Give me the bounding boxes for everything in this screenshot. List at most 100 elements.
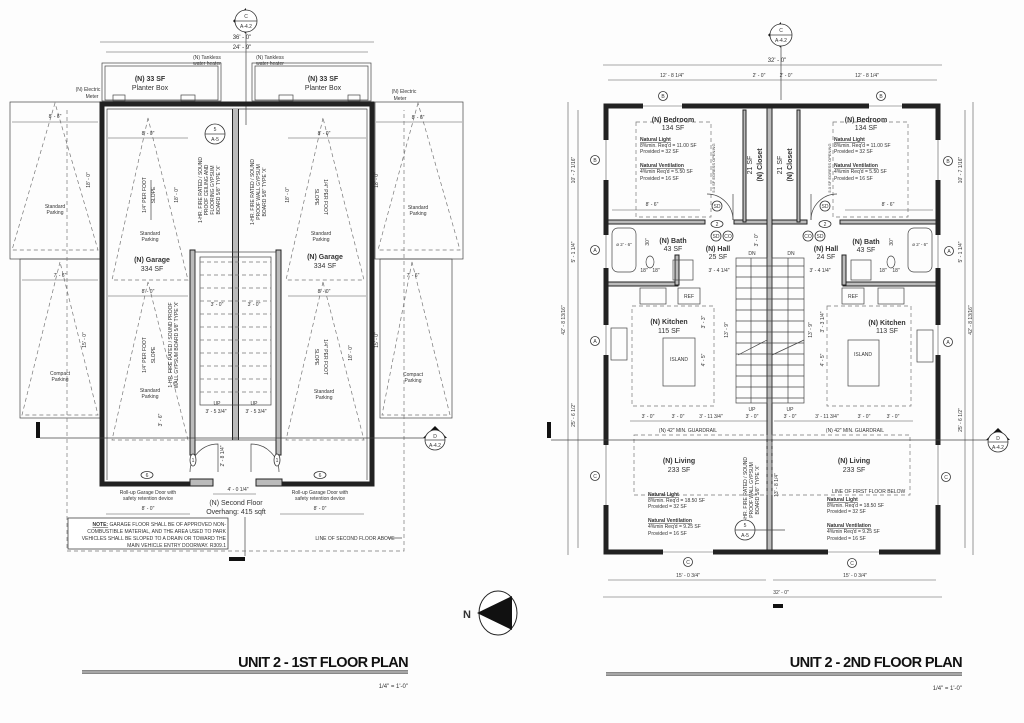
dimension: 13' - 9" [808,322,814,338]
dimension: 42' - 8 13/16" [561,305,567,335]
bath-name: (N) Bath [659,238,686,245]
water-heater [180,94,196,102]
svg-text:NOTE: GARAGE FLOOR SHALL BE OF: NOTE: GARAGE FLOOR SHALL BE OF APPROVED … [93,522,227,528]
dimension: 3' - 0" [887,414,900,420]
dimension: 18' - 0" [285,187,291,203]
dimension: 8' - 0" [318,131,331,137]
svg-text:1-HR. FIRE RATED / SOUND PROOF: 1-HR. FIRE RATED / SOUND PROOF [168,302,174,387]
svg-text:SD: SD [713,234,720,240]
dimension: 25' - 6 1/2" [958,408,964,432]
svg-text:REF: REF [684,294,694,300]
svg-text:SD: SD [714,204,721,210]
north-label: N [463,609,471,621]
plan-title: UNIT 2 - 2ND FLOOR PLAN [790,655,962,671]
svg-text:B: B [946,159,950,165]
dimension-inner: 24' - 9" [233,45,252,51]
svg-text:1/4" PER FOOT: 1/4" PER FOOT [322,179,328,215]
svg-text:MAIN VEHICLE ENTRY DOORWAY. R3: MAIN VEHICLE ENTRY DOORWAY. R309.1 [127,543,226,549]
garage-name: (N) Garage [307,254,343,261]
svg-text:FLOORING GYPSUM: FLOORING GYPSUM [210,165,216,214]
svg-text:ISLAND: ISLAND [854,352,872,358]
garage-area: 334 SF [141,266,164,273]
parking-label: Standard [140,231,161,237]
svg-text:Natural Ventilation: Natural Ventilation [648,518,692,524]
first-floor-walls [99,101,375,487]
dimension: 3' - 3" [701,315,707,328]
svg-text:Provided = 16 SF: Provided = 16 SF [648,531,687,537]
second-floor-line-label: LINE OF SECOND FLOOR ABOVE [315,536,395,542]
svg-text:2: 2 [716,222,719,228]
svg-text:BOARD 5/8" TYPE 'X': BOARD 5/8" TYPE 'X' [216,166,222,215]
refrigerator [841,287,865,305]
svg-text:A-5: A-5 [211,137,219,143]
electric-meter-label: (N) Electric [392,89,417,95]
slope-indicator: 1/4" PER FOOT SLOPE 1/4" PER FOOT SLOPE … [142,177,328,375]
svg-text:4%min Req'd = 9.25 SF: 4%min Req'd = 9.25 SF [827,529,880,535]
water-heater [278,94,294,102]
section-marker-5: 5 A-5 [204,123,226,145]
svg-text:4%min Req'd = 9.25 SF: 4%min Req'd = 9.25 SF [648,524,701,530]
range-icon [639,287,667,305]
hall-area: 25 SF [709,254,728,261]
svg-text:Provided = 16 SF: Provided = 16 SF [640,176,679,182]
svg-text:C: C [850,561,854,567]
dimension: 25' - 6 1/2" [571,403,577,427]
bedroom-name: (N) Bedroom [845,117,887,124]
parking-label: Parking [316,395,333,401]
svg-text:Provided = 32 SF: Provided = 32 SF [648,504,687,510]
svg-text:Natural Light: Natural Light [827,497,858,503]
sink-icon [850,259,872,281]
fire-rated-note: 1-HR. FIRE RATED / SOUND PROOF WALL GYPS… [743,457,761,523]
svg-text:Provided = 32 SF: Provided = 32 SF [834,149,873,155]
svg-text:ISLAND: ISLAND [670,357,688,363]
living-light-notes: Natural Light 8%min. Req'd = 18.50 SF Pr… [648,492,884,542]
dimension: 8' - 6" [49,114,62,120]
bath-area: 43 SF [664,246,683,253]
electric-meter-label: (N) Electric [76,87,101,93]
parking-label: Standard [45,204,66,210]
living-area: 233 SF [843,467,866,474]
shower-icon [907,227,933,273]
svg-text:SD: SD [822,204,829,210]
north-arrow: N [463,590,518,636]
refrigerator [677,287,701,305]
svg-text:C: C [686,560,690,566]
dimension: 3' - 0" [672,414,685,420]
planter-label: Planter Box [305,85,342,92]
svg-text:D: D [433,434,437,440]
shower-icon [611,227,637,273]
dimension: 18' - 0" [348,345,354,361]
stair-down-label: DN [748,251,756,257]
north-arrow-icon [477,596,512,630]
dimension: 3' - 5 3/4" [205,409,226,415]
living-name: (N) Living [838,458,870,465]
garage-door-label: safety retention device [123,496,173,502]
svg-text:1/4" PER FOOT: 1/4" PER FOOT [142,337,148,373]
plan-title: UNIT 2 - 1ST FLOOR PLAN [238,655,408,671]
dimension: 8' - 0" [142,506,155,512]
dimension: 15' - 0" [82,332,88,348]
svg-text:Provided = 16 SF: Provided = 16 SF [827,536,866,542]
second-floor-overhang-label: (N) Second Floor [209,500,263,507]
dimension: 3' - 5 3/4" [245,409,266,415]
stair-up-label: UP [251,401,259,407]
parking-label: Parking [142,237,159,243]
svg-text:C: C [944,475,948,481]
svg-text:A: A [946,340,950,346]
svg-text:PROOF WALL GYPSUM: PROOF WALL GYPSUM [749,462,755,517]
svg-text:CO: CO [724,234,732,240]
garage-door-label: Roll-up Garage Door with [120,490,177,496]
electric-meter-label: Meter [394,96,407,102]
entry-doors[interactable]: 1 1 [189,443,281,473]
dimension: 3' - 3 1/4" [820,311,826,332]
section-marker-d: D A-4.2 [986,428,1010,453]
parking-label: Standard [314,389,335,395]
dimension: 8' - 0" [318,289,331,295]
svg-text:B: B [879,94,883,100]
svg-text:PROOF WALL GYPSUM: PROOF WALL GYPSUM [256,164,262,219]
dimension: 8' - 6" [882,202,895,208]
door-tag [313,471,327,479]
dimension: 3' - 11 3/4" [699,414,723,420]
dimension: 7' - 6" [54,273,67,279]
svg-text:1: 1 [276,458,279,464]
